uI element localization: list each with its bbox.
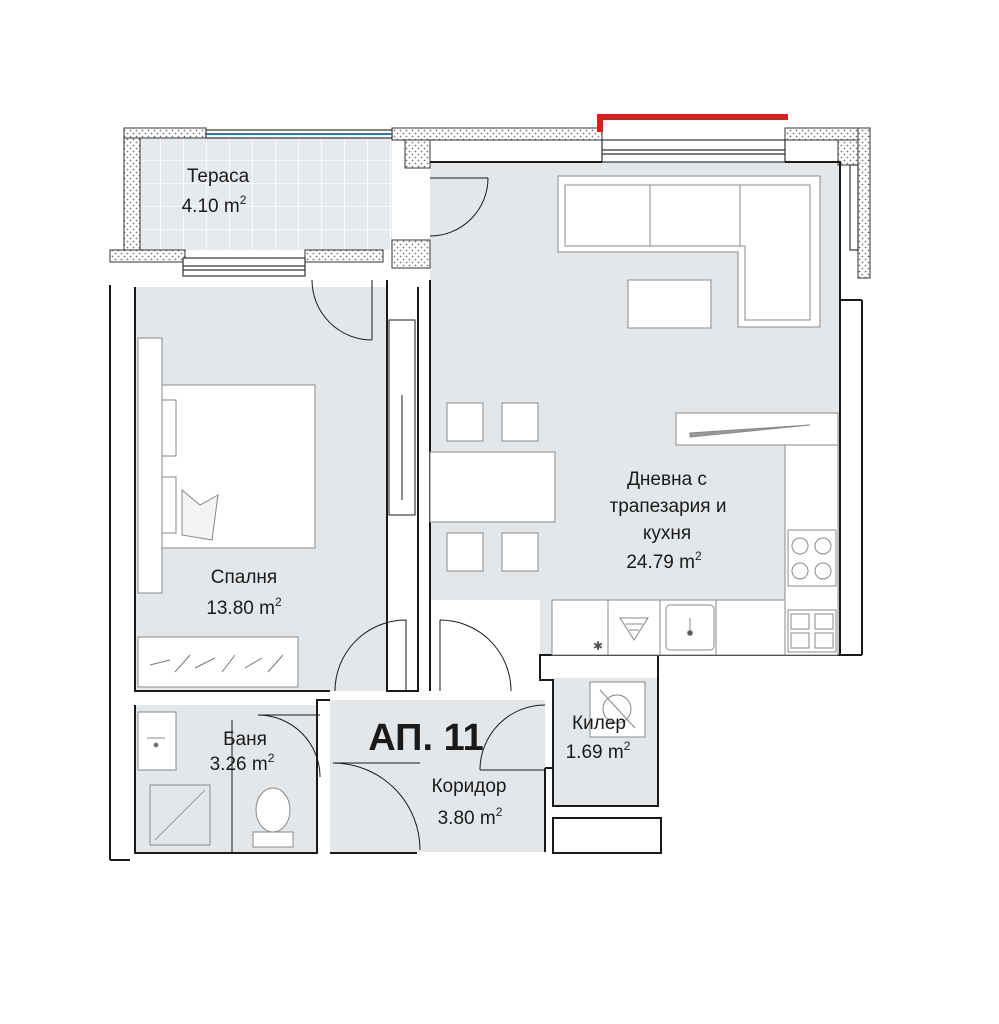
chair-3	[446, 532, 484, 572]
right-window	[849, 164, 859, 251]
sink-icon	[665, 604, 715, 651]
terrace-name: Тераса	[187, 166, 250, 187]
living-window	[601, 139, 786, 163]
bedroom-area: 13.80 m2	[206, 595, 282, 619]
terrace-parapet-left	[123, 127, 141, 253]
living-area: 24.79 m2	[626, 549, 702, 573]
fridge-mark: ✱	[593, 639, 603, 653]
windows	[182, 129, 859, 277]
storage-area: 1.69 m2	[566, 739, 631, 763]
living-name-line3: кухня	[643, 523, 691, 544]
chair-4	[501, 532, 539, 572]
right-wall-upper	[857, 127, 871, 279]
bathroom-area: 3.26 m2	[210, 751, 275, 775]
terrace-parapet-bottom	[109, 249, 186, 263]
bathroom-name: Баня	[223, 729, 267, 750]
bedroom-window	[182, 257, 306, 277]
bathroom-door	[257, 714, 321, 778]
storage-box	[552, 817, 662, 854]
top-wall-right	[784, 127, 871, 141]
storage-door	[479, 704, 546, 771]
bedroom-shelf	[137, 337, 163, 594]
living-wall	[430, 161, 841, 807]
sofa-icon	[557, 175, 821, 328]
terrace-glazing	[205, 129, 393, 139]
chair-2	[501, 402, 539, 442]
hood-icon	[619, 617, 649, 641]
doors	[257, 177, 546, 851]
wardrobe	[137, 636, 299, 688]
top-wall	[391, 127, 603, 141]
tv-unit	[675, 412, 839, 446]
terrace-parapet-bottom-right	[304, 249, 384, 263]
bedroom-wall	[134, 287, 330, 854]
dining-table	[429, 451, 556, 523]
living-name-line1: Дневна с	[627, 469, 707, 490]
right-wall-lower	[840, 299, 863, 656]
oven-icon	[787, 609, 837, 653]
furniture: ✱	[137, 175, 839, 848]
coffee-table	[627, 279, 712, 329]
terrace-wall-corner	[391, 239, 431, 269]
washbasin-icon	[137, 711, 177, 771]
bedroom-door	[334, 619, 407, 692]
stove-icon	[787, 529, 837, 587]
corridor-right	[544, 767, 553, 852]
bedroom-terrace-door	[311, 279, 373, 341]
right-pillar	[837, 139, 859, 166]
bedroom-name: Спалня	[211, 567, 277, 588]
living-name-line2: трапезария и	[610, 496, 727, 517]
terrace-floor	[140, 138, 392, 250]
corridor-floor	[330, 700, 545, 852]
terrace-door-jamb	[404, 139, 431, 169]
apartment-label: АП. 11	[368, 717, 484, 759]
labels: Тераса 4.10 m2 Дневна с трапезария и кух…	[182, 166, 727, 829]
entrance-door	[332, 762, 421, 851]
terrace-door	[429, 177, 489, 237]
corridor-area: 3.80 m2	[438, 805, 503, 829]
outer-walls	[109, 127, 871, 279]
storage-name: Килер	[572, 713, 626, 734]
living-door	[439, 619, 512, 692]
chair-1	[446, 402, 484, 442]
boiler-icon	[589, 681, 646, 738]
highlight-marker	[597, 114, 788, 132]
toilet-icon	[252, 787, 294, 848]
terrace-parapet-top-left	[123, 127, 207, 139]
shower-icon	[149, 784, 211, 846]
bed-icon	[137, 384, 316, 549]
terrace-area: 4.10 m2	[182, 193, 247, 217]
interior-walls	[109, 161, 863, 861]
corridor-name: Коридор	[431, 776, 506, 797]
